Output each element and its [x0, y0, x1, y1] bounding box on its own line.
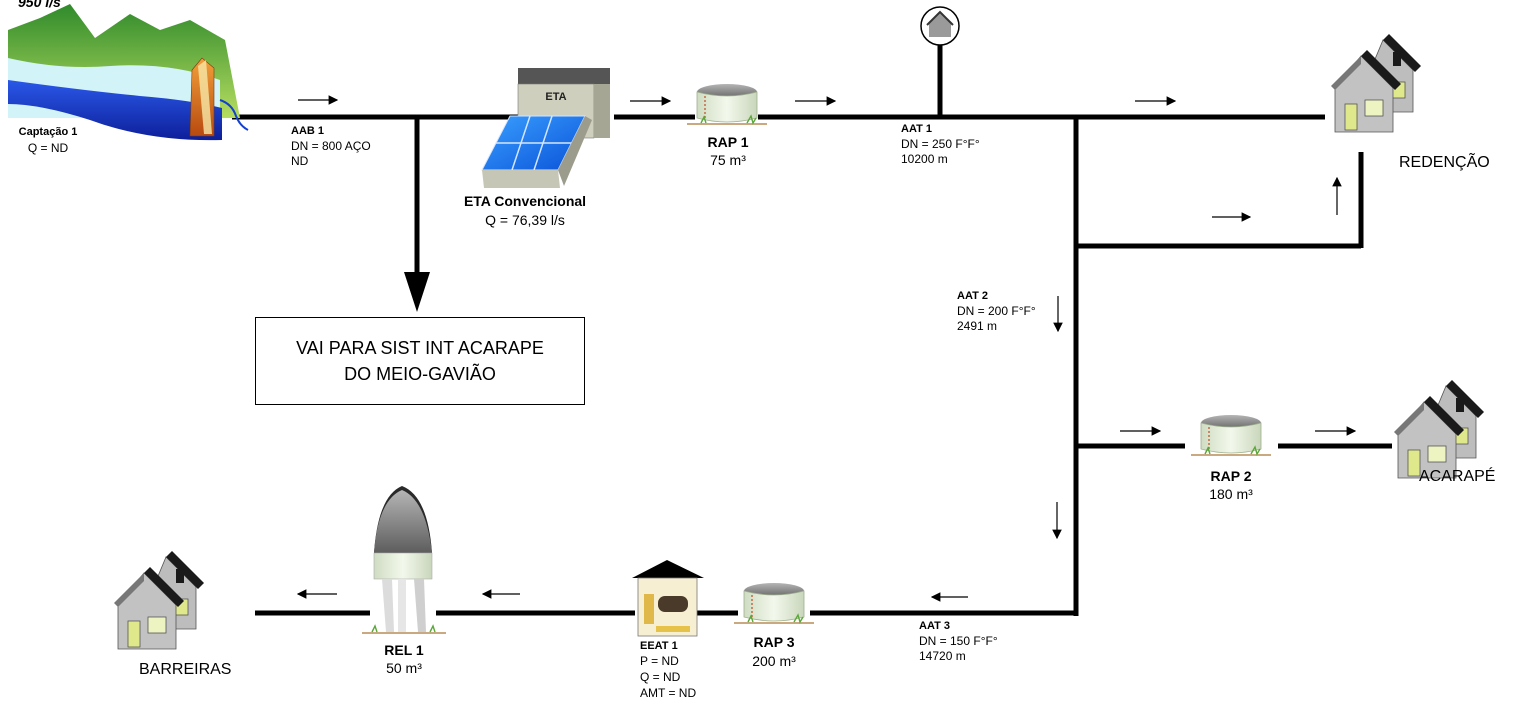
rel1-volume: 50 m³ — [386, 660, 422, 676]
aat1-name: AAT 1 — [901, 123, 932, 135]
eta-building-label: ETA — [545, 91, 566, 103]
eeat1-p: P = ND — [640, 654, 679, 668]
aat3-name: AAT 3 — [919, 620, 950, 632]
transfer-line-2: DO MEIO-GAVIÃO — [344, 364, 496, 384]
eeat1-pump-icon — [632, 560, 704, 637]
rap1-tank-icon — [686, 83, 768, 125]
aab1-dn: DN = 800 AÇO — [291, 139, 371, 153]
rel1-name: REL 1 — [384, 642, 424, 658]
eta-icon — [481, 68, 610, 188]
aat2-name: AAT 2 — [957, 290, 988, 302]
rel1-tower-icon — [362, 486, 446, 634]
transfer-arrowhead — [404, 272, 430, 312]
rap2-volume: 180 m³ — [1209, 486, 1253, 502]
rap3-name: RAP 3 — [753, 634, 795, 650]
rap1-volume: 75 m³ — [710, 152, 746, 168]
redencao-label: REDENÇÃO — [1399, 154, 1490, 171]
aat2-dn: DN = 200 F°F° — [957, 304, 1036, 318]
rap2-name: RAP 2 — [1210, 468, 1252, 484]
eta-q: Q = 76,39 l/s — [485, 212, 565, 228]
acarape-houses-icon — [1393, 379, 1485, 479]
barreiras-label: BARREIRAS — [139, 661, 232, 678]
aat3-length: 14720 m — [919, 649, 966, 663]
rap1-name: RAP 1 — [707, 134, 749, 150]
aab1-name: AAB 1 — [291, 125, 325, 137]
aat3-dn: DN = 150 F°F° — [919, 634, 998, 648]
aat1-dn: DN = 250 F°F° — [901, 137, 980, 151]
aat2-length: 2491 m — [957, 319, 998, 333]
acarape-label: ACARAPÉ — [1419, 468, 1496, 485]
flow-arrows — [296, 95, 1357, 602]
eeat1-name: EEAT 1 — [640, 640, 678, 652]
rap2-tank-icon — [1190, 414, 1272, 456]
captacao-q: Q = ND — [27, 141, 69, 155]
consumer-circle-icon — [920, 6, 960, 46]
rap3-volume: 200 m³ — [752, 653, 796, 669]
eeat1-q: Q = ND — [640, 670, 681, 684]
eta-name: ETA Convencional — [463, 193, 587, 209]
captacao-name: Captação 1 — [18, 126, 78, 138]
aab1-length: ND — [291, 154, 309, 168]
eeat1-amt: AMT = ND — [640, 686, 697, 700]
captacao-icon — [8, 4, 249, 141]
header-flow-text: 950 l/s — [18, 0, 61, 10]
rap3-tank-icon — [733, 582, 815, 624]
transfer-line-1: VAI PARA SIST INT ACARAPE — [296, 338, 544, 358]
redencao-houses-icon — [1330, 33, 1422, 133]
aat1-length: 10200 m — [901, 152, 948, 166]
pipes — [232, 45, 1392, 616]
barreiras-houses-icon — [113, 550, 205, 650]
transfer-destination-box: VAI PARA SIST INT ACARAPE DO MEIO-GAVIÃO — [255, 317, 585, 405]
